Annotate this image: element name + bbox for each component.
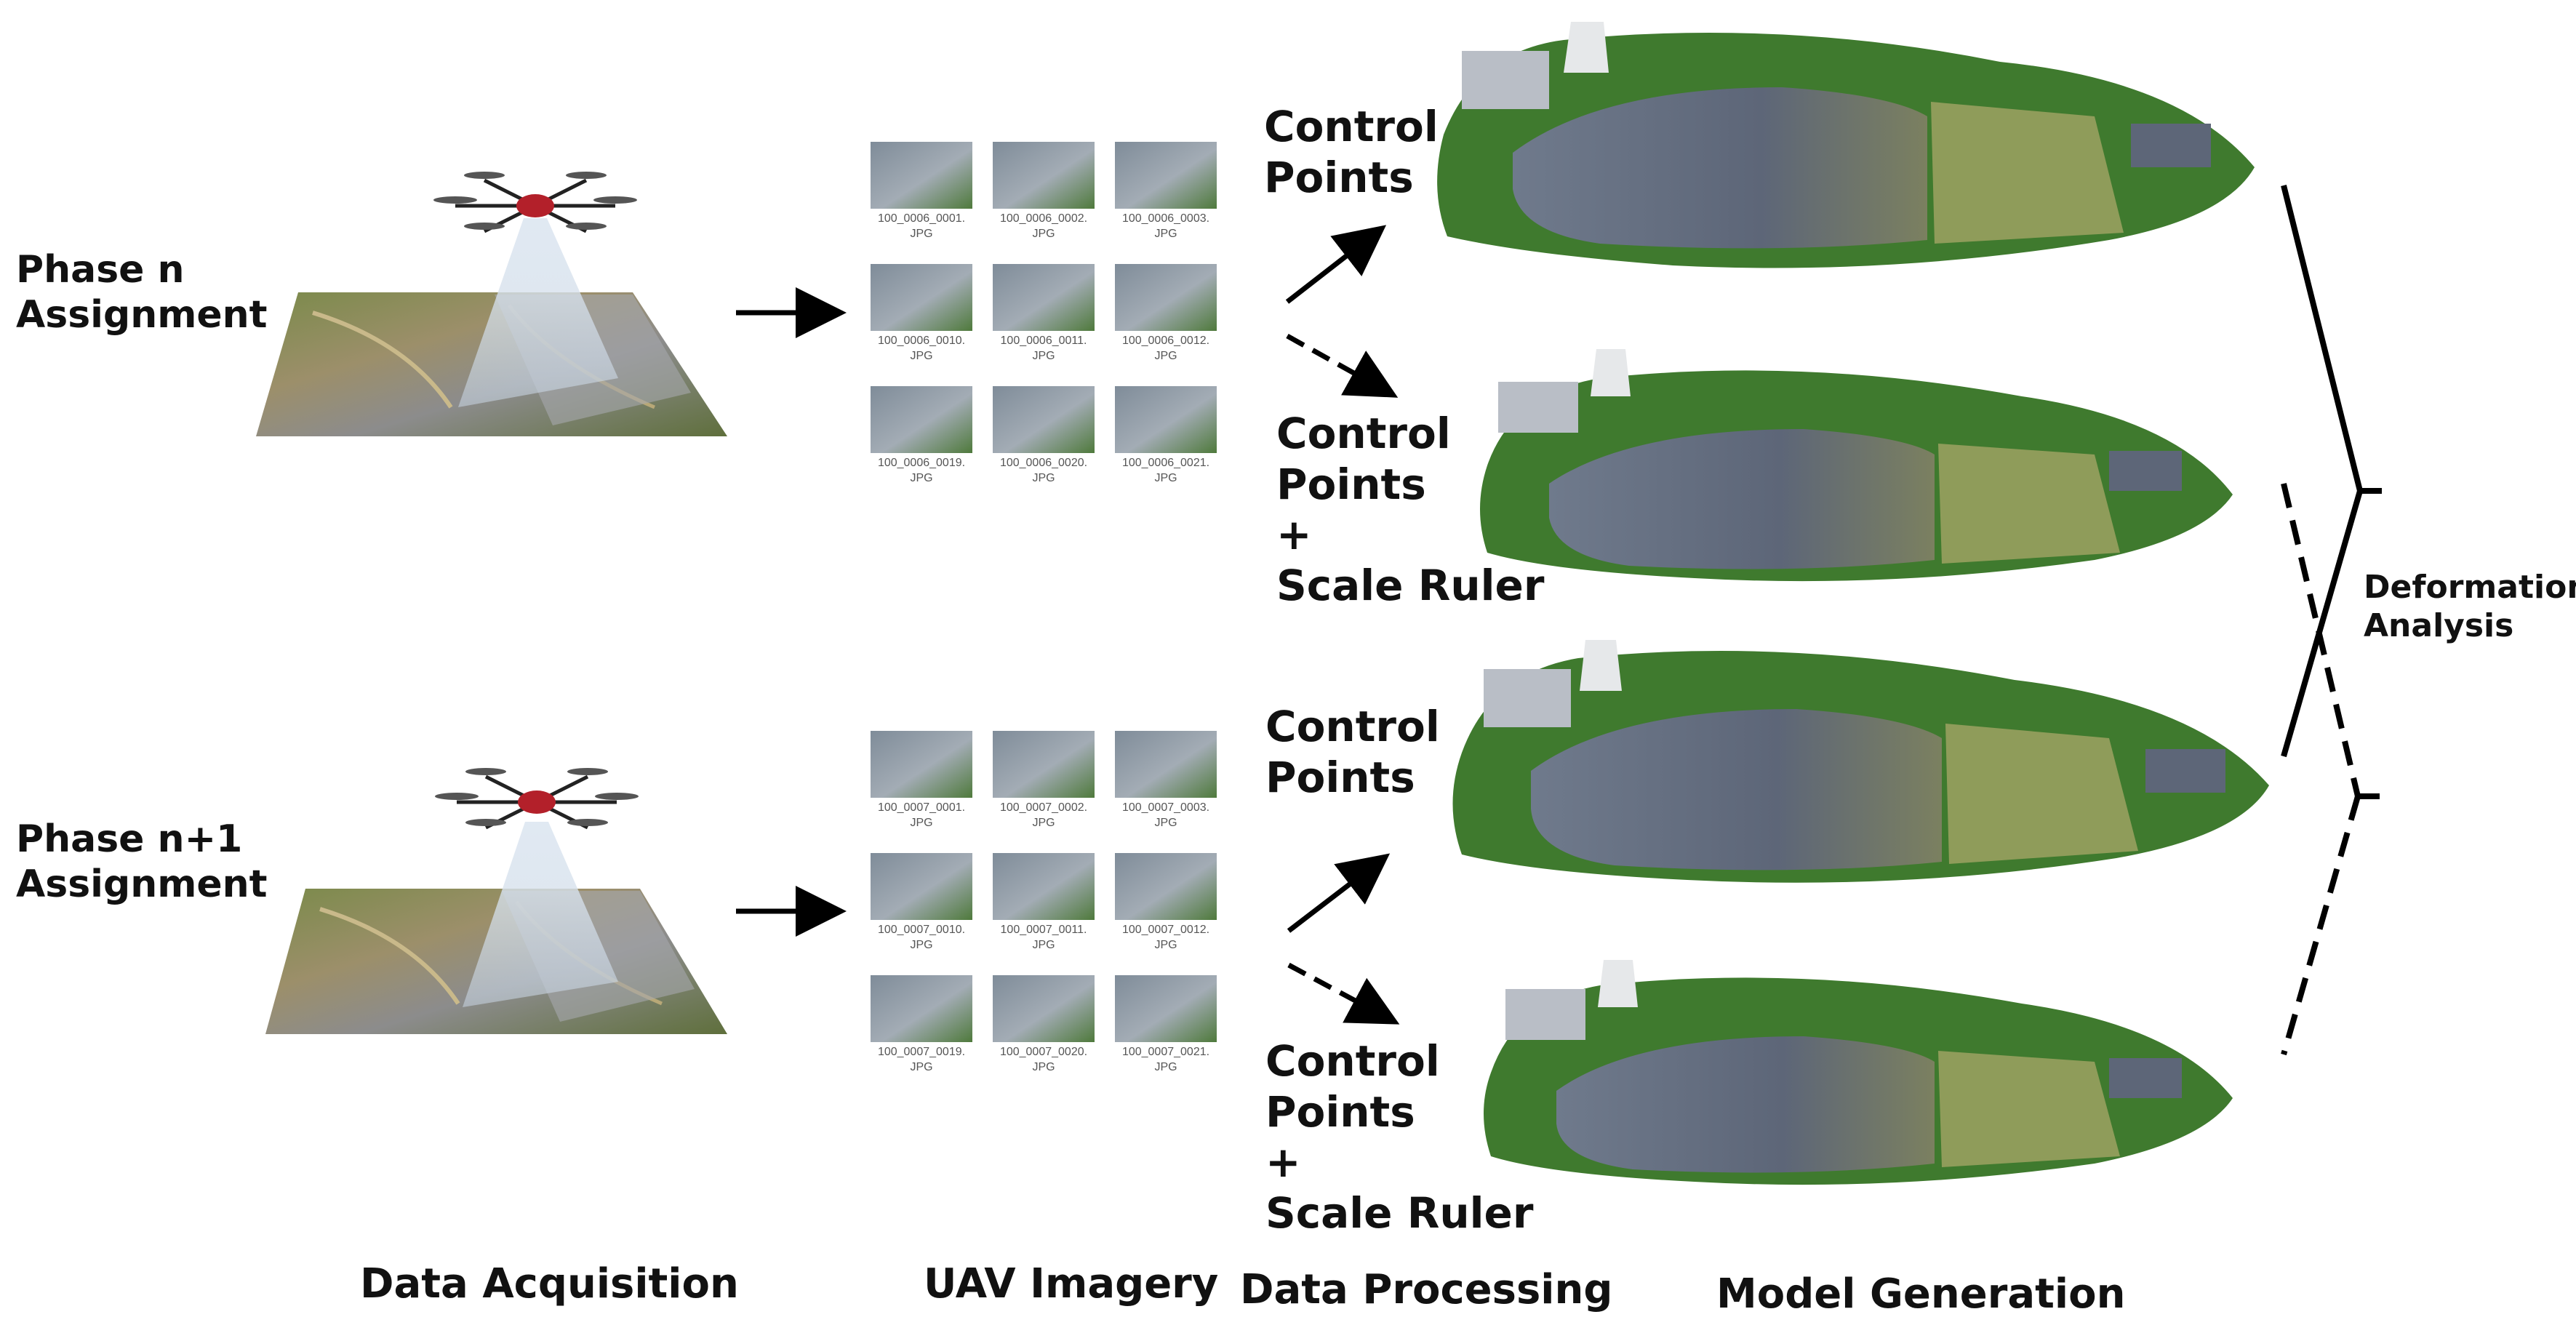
thumbnail-filename: 100_0006_0019. JPG (877, 457, 966, 484)
thumbnail-filename: 100_0006_0012. JPG (1121, 335, 1210, 362)
drone-icon-phase-n-plus-1 (435, 768, 639, 830)
image-thumbnail (1115, 142, 1217, 209)
thumbnail-filename: 100_0007_0012. JPG (1121, 924, 1210, 951)
deformation-analysis-label: Deformation Analysis (2364, 569, 2576, 644)
thumbnail-filename: 100_0006_0021. JPG (1121, 457, 1210, 484)
stage-label-data-acquisition: Data Acquisition (360, 1260, 739, 1308)
image-thumbnail (1115, 731, 1217, 798)
image-thumbnail (871, 264, 972, 331)
image-thumbnail (993, 975, 1095, 1042)
arrow-control-points-phase-n (1285, 225, 1387, 304)
thumbnail-filename: 100_0006_0010. JPG (877, 335, 966, 362)
model-render-2 (1480, 349, 2233, 582)
phase-n-plus-1-label: Phase n+1 Assignment (16, 817, 268, 907)
thumbnail-filename: 100_0006_0001. JPG (877, 212, 966, 240)
thumbnail-filename: 100_0007_0019. JPG (877, 1046, 966, 1073)
image-thumbnail (993, 853, 1095, 920)
control-points-label-phase-n: Control Points (1264, 102, 1439, 202)
arrow-control-points-scale-phase-n (1286, 333, 1399, 398)
phase-n-label: Phase n Assignment (16, 248, 268, 337)
bracket-dashed (2281, 483, 2361, 1056)
thumbnail-filename: 100_0007_0010. JPG (877, 924, 966, 951)
image-thumbnail (871, 975, 972, 1042)
thumbnail-filename: 100_0007_0001. JPG (877, 801, 966, 829)
uav-imagery-thumbnails (871, 142, 1217, 1042)
stage-label-model-generation: Model Generation (1716, 1270, 2126, 1318)
control-points-scale-label-phase-n-plus-1: Control Points + Scale Ruler (1265, 1036, 1534, 1238)
drone-icon-phase-n (433, 172, 637, 233)
thumbnail-filename: 100_0006_0011. JPG (1000, 335, 1087, 362)
camera-beam-phase-n-plus-1 (463, 822, 618, 1007)
thumbnail-filename: 100_0006_0002. JPG (999, 212, 1088, 240)
image-thumbnail (993, 386, 1095, 453)
camera-beam-phase-n (458, 218, 618, 407)
thumbnail-filename: 100_0007_0002. JPG (999, 801, 1088, 829)
control-points-scale-label-phase-n: Control Points + Scale Ruler (1276, 409, 1545, 610)
bracket-solid (2281, 185, 2382, 758)
image-thumbnail (993, 142, 1095, 209)
image-thumbnail (993, 731, 1095, 798)
stage-label-data-processing: Data Processing (1240, 1266, 1613, 1313)
thumbnail-filename: 100_0007_0003. JPG (1121, 801, 1210, 829)
image-thumbnail (871, 853, 972, 920)
arrow-control-points-phase-n-plus-1 (1287, 853, 1391, 933)
model-render-4 (1484, 960, 2233, 1185)
stage-label-uav-imagery: UAV Imagery (924, 1260, 1219, 1308)
control-points-label-phase-n-plus-1: Control Points (1265, 702, 1440, 802)
image-thumbnail (1115, 386, 1217, 453)
image-thumbnail (1115, 264, 1217, 331)
thumbnail-filename: 100_0007_0020. JPG (999, 1046, 1088, 1073)
thumbnail-filename: 100_0006_0003. JPG (1121, 212, 1210, 240)
arrow-control-points-scale-phase-n-plus-1 (1287, 962, 1400, 1025)
thumbnail-filename: 100_0007_0021. JPG (1121, 1046, 1210, 1073)
model-render-3 (1452, 640, 2269, 883)
image-thumbnail (1115, 975, 1217, 1042)
image-thumbnail (871, 731, 972, 798)
image-thumbnail (1115, 853, 1217, 920)
image-thumbnail (871, 386, 972, 453)
thumbnail-filename: 100_0007_0011. JPG (1000, 924, 1087, 951)
image-thumbnail (871, 142, 972, 209)
model-render-1 (1437, 22, 2255, 268)
image-thumbnail (993, 264, 1095, 331)
thumbnail-filename: 100_0006_0020. JPG (999, 457, 1088, 484)
